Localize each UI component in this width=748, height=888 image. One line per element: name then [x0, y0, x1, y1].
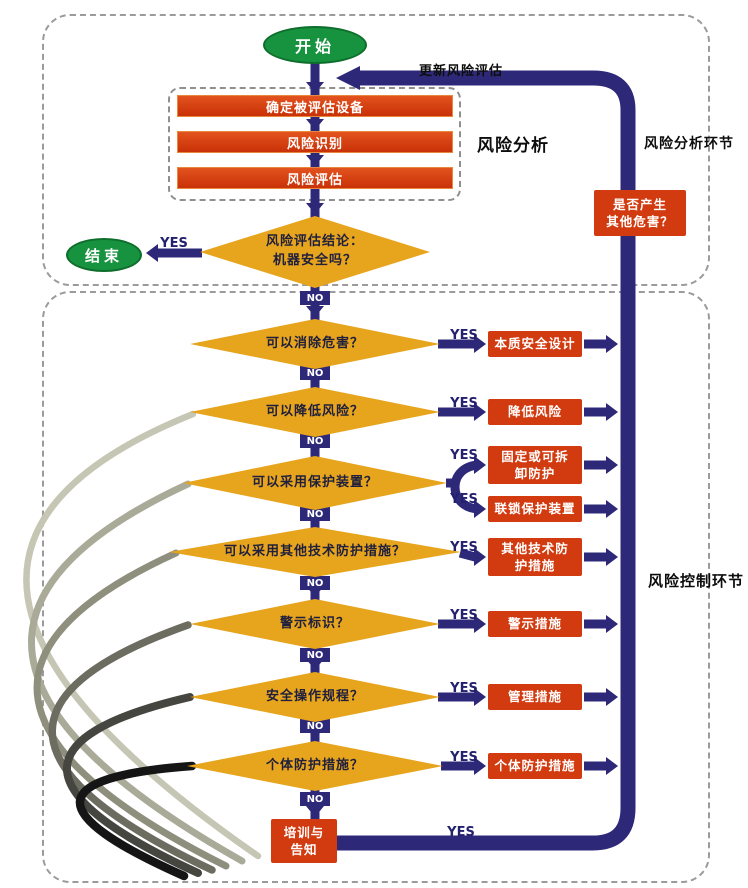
- no-badge: NO: [300, 434, 330, 448]
- step-risk-identification: 风险识别: [177, 131, 453, 153]
- action-reduce-risk: 降低风险: [488, 399, 582, 425]
- training-line: 告知: [290, 842, 318, 857]
- yes-label: YES: [450, 681, 478, 696]
- no-badge: NO: [300, 648, 330, 662]
- yes-branch-arrows: [438, 339, 480, 771]
- feedback-arc: [48, 621, 216, 874]
- yes-label: YES: [450, 448, 478, 463]
- start-node: 开始: [263, 26, 367, 64]
- no-badge: NO: [300, 507, 330, 521]
- to-trunk-arrows: [584, 339, 606, 771]
- action-inherent-safe-design: 本质安全设计: [488, 331, 582, 357]
- no-badge: NO: [300, 291, 330, 305]
- action-personal-protection: 个体防护措施: [488, 753, 582, 779]
- other-hazard-box: 是否产生 其他危害？: [594, 190, 686, 236]
- yes-label: YES: [450, 492, 478, 507]
- end-label: 结束: [84, 246, 123, 265]
- no-badge: NO: [300, 576, 330, 590]
- action-other-technical: 其他技术防 护措施: [488, 538, 582, 576]
- control-side-label: 风险控制环节: [648, 572, 745, 590]
- analysis-title: 风险分析: [477, 136, 549, 156]
- yes-label: YES: [160, 236, 188, 251]
- feedback-arc: [23, 410, 262, 860]
- feedback-arcs: [23, 410, 262, 881]
- end-node: 结束: [66, 238, 142, 272]
- yes-label: YES: [450, 396, 478, 411]
- to-trunk-arrowheads: [606, 335, 618, 775]
- yes-branch-arrowheads: [474, 335, 486, 775]
- to-end-arrowhead: [146, 244, 158, 262]
- feedback-arc: [63, 693, 202, 877]
- other-hazard-line: 其他危害？: [606, 214, 674, 229]
- step-identify-equipment: 确定被评估设备: [177, 95, 453, 117]
- step-risk-assessment: 风险评估: [177, 167, 453, 189]
- feedback-arc: [28, 480, 246, 865]
- yes-label: YES: [450, 608, 478, 623]
- action-warning-measures: 警示措施: [488, 611, 582, 637]
- control-section-frame: [42, 291, 710, 883]
- action-line: 卸防护: [514, 466, 556, 481]
- decision-line: 风险评估结论：: [265, 234, 364, 250]
- analysis-section-frame: [42, 14, 710, 286]
- other-hazard-line: 是否产生: [612, 196, 667, 212]
- feedback-arc: [33, 549, 230, 870]
- start-label: 开始: [294, 37, 335, 56]
- action-fixed-removable-guard: 固定或可拆 卸防护: [488, 446, 582, 484]
- no-badge: NO: [300, 719, 330, 733]
- action-line: 其他技术防: [501, 540, 569, 556]
- action-line: 固定或可拆: [501, 448, 569, 464]
- yes-label: YES: [450, 750, 478, 765]
- training-box: 培训与 告知: [271, 819, 337, 863]
- update-assessment-label: 更新风险评估: [419, 64, 504, 79]
- yes-label: YES: [450, 540, 478, 555]
- action-management-measures: 管理措施: [488, 684, 582, 710]
- return-trunk-arrow: [337, 70, 636, 851]
- yes-label: YES: [450, 328, 478, 343]
- feedback-arc: [75, 761, 197, 881]
- action-line: 护措施: [514, 558, 556, 573]
- decision-line: 机器安全吗？: [272, 253, 357, 268]
- yes-label: YES: [447, 825, 475, 840]
- trunk-arrowhead: [336, 66, 360, 90]
- action-interlock-device: 联锁保护装置: [488, 496, 582, 522]
- no-badge: NO: [300, 366, 330, 380]
- analysis-side-label: 风险分析环节: [644, 136, 734, 152]
- no-badge: NO: [300, 792, 330, 806]
- training-line: 培训与: [283, 824, 325, 840]
